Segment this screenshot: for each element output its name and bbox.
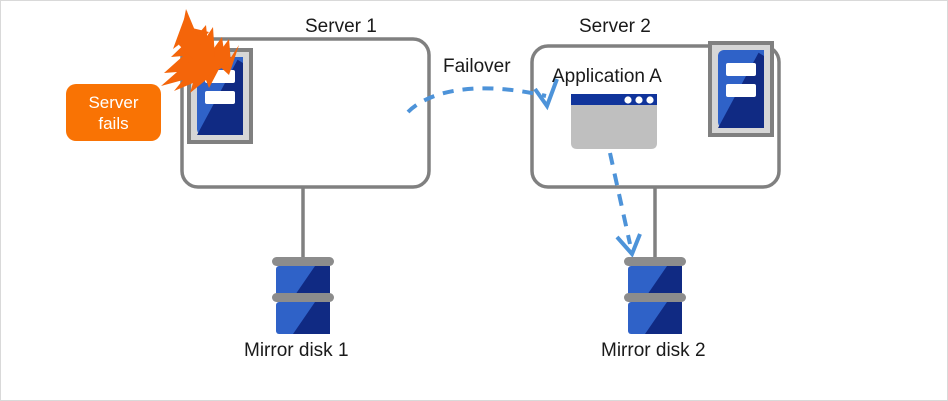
- server2-title: Server 2: [579, 16, 651, 37]
- server1-title: Server 1: [305, 16, 377, 37]
- window-dot-1: [624, 96, 632, 104]
- server-fails-line2: fails: [98, 113, 129, 133]
- server-fails-badge: Server fails: [66, 84, 161, 141]
- failover-label: Failover: [443, 56, 511, 77]
- server-fails-line1: Server: [88, 92, 139, 112]
- application-window-icon: [571, 94, 657, 149]
- lightning-bolt-icon: [161, 9, 239, 93]
- mirror-disk-2-label: Mirror disk 2: [601, 340, 706, 361]
- mirror-disk-1-label: Mirror disk 1: [244, 340, 349, 361]
- failover-dashed-arrow-icon: [406, 78, 559, 114]
- mirror-disk-icon-2: [624, 257, 686, 334]
- window-dot-2: [635, 96, 643, 104]
- mirror-write-dashed-arrow-icon: [608, 152, 642, 258]
- mirror-disk-icon-1: [272, 257, 334, 334]
- server-rack-icon-2: [708, 41, 774, 137]
- application-label: Application A: [552, 66, 662, 87]
- window-dot-3: [646, 96, 654, 104]
